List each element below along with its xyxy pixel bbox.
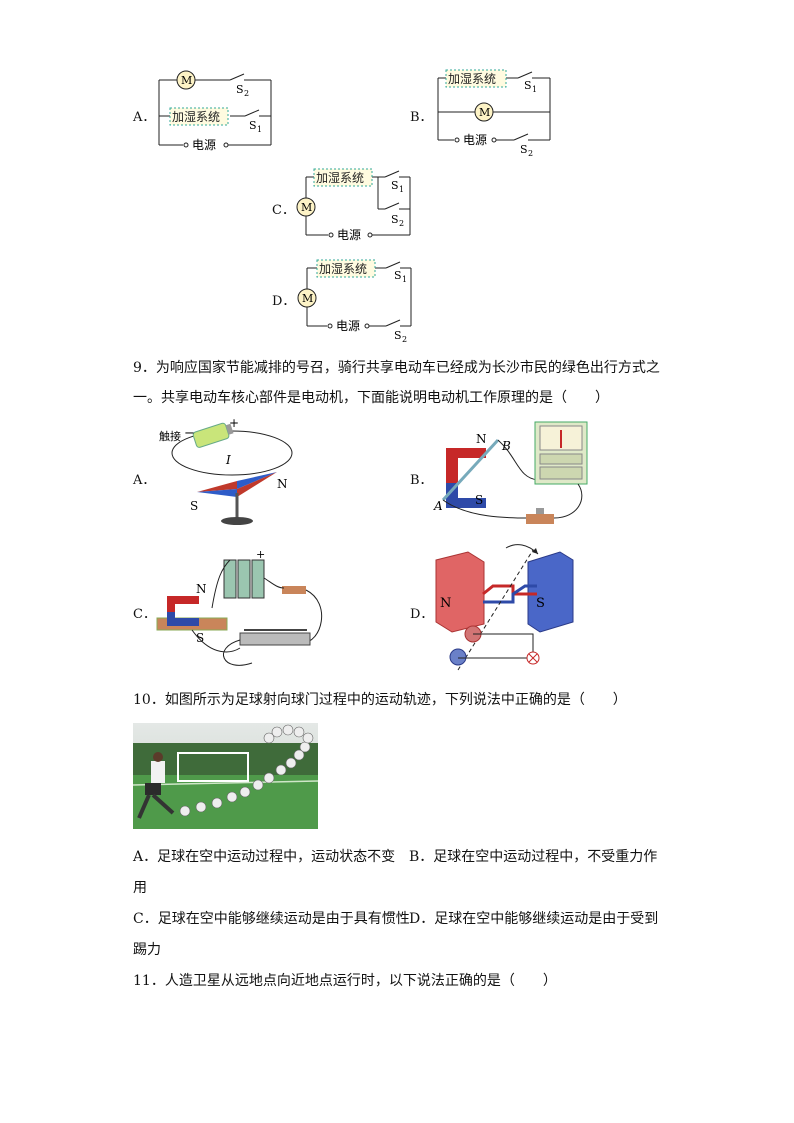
q9-option-d-label: D． [410,607,434,622]
svg-text:S: S [249,119,257,132]
svg-text:S: S [520,143,528,156]
option-c-label: C． [272,203,295,218]
circuit-a-diagram: M 加湿系统 电源 S 2 S 1 [158,70,272,152]
motor-a [176,70,196,90]
option-b-label: B． [410,110,433,125]
q10-stem: 10．如图所示为足球射向球门过程中的运动轨迹，下列说法中正确的是（ ） [133,692,627,708]
svg-text:S: S [394,329,402,342]
svg-text:B: B [501,439,511,453]
q10-option-a: A．足球在空中运动过程中，运动状态不变 [133,849,396,865]
svg-text:电源: 电源 [192,138,216,152]
svg-text:电源: 电源 [463,133,487,147]
q9-stem-line2: 一。共享电动车核心部件是电动机，下面能说明电动机工作原理的是（ ） [133,390,609,406]
svg-text:S: S [536,596,545,611]
svg-text:S: S [391,179,399,192]
q9-option-c-label: C． [133,607,156,622]
svg-text:M: M [181,74,192,87]
q10-option-c: C．足球在空中能够继续运动是由于具有惯性 [133,911,410,927]
svg-text:1: 1 [532,85,537,94]
svg-text:N: N [277,477,288,491]
svg-text:加湿系统: 加湿系统 [172,109,220,124]
circuit-c-diagram: 加湿系统 M 电源 S 1 S 2 [296,168,411,242]
svg-text:2: 2 [528,149,533,158]
svg-text:加湿系统: 加湿系统 [319,261,367,276]
q9-d-coil-figure: N S [435,544,574,671]
svg-text:2: 2 [244,89,249,98]
q11-stem: 11．人造卫星从远地点向近地点运行时，以下说法正确的是（ ） [133,973,557,989]
svg-text:1: 1 [399,185,404,194]
svg-text:加湿系统: 加湿系统 [448,71,496,86]
q10-option-d-line1: D．足球在空中能够继续运动是由于受到 [409,911,659,927]
svg-text:S: S [394,269,402,282]
svg-text:A: A [433,499,443,513]
svg-text:1: 1 [257,125,262,134]
q9-option-b-label: B． [410,473,433,488]
svg-text:S: S [190,499,198,513]
q10-option-d-line2: 踢力 [133,942,161,958]
svg-text:S: S [524,79,532,92]
svg-text:2: 2 [402,335,407,344]
svg-text:电源: 电源 [337,228,361,242]
q9-option-a-label: A． [133,473,156,488]
svg-text:M: M [302,292,313,305]
svg-text:S: S [391,213,399,226]
q9-stem-line1: 9．为响应国家节能减排的号召，骑行共享电动车已经成为长沙市民的绿色出行方式之 [133,360,660,376]
q10-option-b-line2: 用 [133,880,147,896]
svg-text:N: N [196,582,207,596]
svg-text:M: M [301,201,312,214]
svg-text:N: N [476,432,487,446]
option-a-label: A． [133,110,156,125]
svg-text:+: + [229,416,239,430]
svg-text:加湿系统: 加湿系统 [316,170,364,185]
soccer-photo [133,723,318,829]
svg-text:1: 1 [402,275,407,284]
svg-text:触接: 触接 [159,429,181,443]
svg-text:I: I [225,453,231,467]
q9-a-oersted-figure: 触接 − + I S N [159,416,293,525]
svg-text:S: S [196,631,204,645]
svg-text:S: S [236,83,244,96]
q10-option-b-line1: B．足球在空中运动过程中，不受重力作 [409,849,658,865]
svg-text:2: 2 [399,219,404,228]
svg-text:电源: 电源 [336,319,360,333]
svg-text:S: S [475,493,483,507]
q9-b-induction-figure: N S B A [433,421,588,524]
q9-c-motor-figure: N S + [156,548,323,666]
circuit-d-diagram: 加湿系统 M 电源 S 1 S 2 [297,259,412,344]
svg-text:M: M [479,106,490,119]
svg-text:−: − [184,426,195,441]
svg-text:N: N [440,596,451,611]
svg-text:+: + [256,548,265,561]
option-d-label: D． [272,294,296,309]
circuit-b-diagram: 加湿系统 M 电源 S 1 S 2 [437,69,551,158]
